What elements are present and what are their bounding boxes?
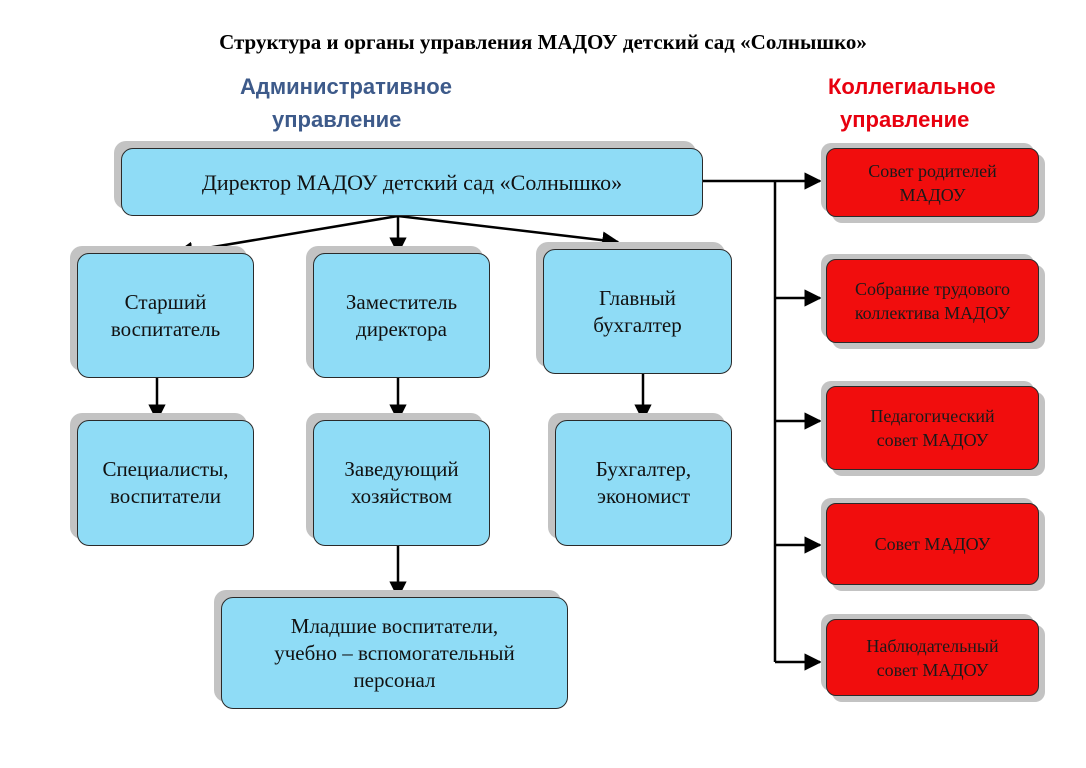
senior-educator-line1: Старший: [124, 289, 207, 314]
junior-staff-line2: учебно – вспомогательный: [274, 640, 515, 665]
specialists-line1: Специалисты,: [102, 457, 229, 481]
housekeeping-head-box: Заведующий хозяйством: [313, 420, 490, 546]
director-label: Директор МАДОУ детский сад «Солнышко»: [201, 169, 623, 195]
supervisory-council-line1: Наблюдательный: [866, 635, 999, 656]
arrow-director-to-senior-educator: [175, 214, 399, 260]
pedagogical-council-box: Педагогический совет МАДОУ: [826, 386, 1039, 470]
accountant-line1: Бухгалтер,: [595, 457, 692, 481]
junior-staff-box: Младшие воспитатели, учебно – вспомогате…: [221, 597, 568, 709]
labor-meeting-line1: Собрание трудового: [854, 279, 1011, 299]
page-title: Структура и органы управления МАДОУ детс…: [219, 30, 867, 54]
supervisory-council-box: Наблюдательный совет МАДОУ: [826, 619, 1039, 696]
pedagogical-council-line2: совет МАДОУ: [876, 430, 989, 450]
supervisory-council-line2: совет МАДОУ: [876, 659, 989, 680]
accountant-line2: экономист: [596, 484, 690, 508]
labor-meeting-line2: коллектива МАДОУ: [854, 303, 1011, 323]
madou-council-box: Совет МАДОУ: [826, 503, 1039, 585]
madou-council-line1: Совет МАДОУ: [874, 534, 991, 554]
labor-meeting-box: Собрание трудового коллектива МАДОУ: [826, 259, 1039, 343]
housekeeping-head-line2: хозяйством: [350, 484, 453, 508]
collegial-heading: Коллегиальное управление: [828, 70, 996, 136]
chief-accountant-line2: бухгалтер: [593, 312, 682, 337]
parents-council-line1: Совет родителей: [868, 160, 997, 181]
deputy-director-line2: директора: [356, 316, 447, 341]
pedagogical-council-line1: Педагогический: [870, 406, 995, 426]
collegial-heading-line2: управление: [840, 107, 970, 132]
administrative-heading: Административное управление: [240, 70, 452, 136]
accountant-box: Бухгалтер, экономист: [555, 420, 732, 546]
specialists-line2: воспитатели: [109, 484, 222, 508]
junior-staff-line1: Младшие воспитатели,: [290, 613, 499, 638]
housekeeping-head-line1: Заведующий: [344, 457, 459, 481]
administrative-heading-line2: управление: [272, 107, 402, 132]
deputy-director-line1: Заместитель: [345, 289, 458, 314]
administrative-heading-line1: Административное: [240, 74, 452, 99]
director-box: Директор МАДОУ детский сад «Солнышко»: [121, 148, 703, 216]
specialists-box: Специалисты, воспитатели: [77, 420, 254, 546]
junior-staff-line3: персонал: [353, 667, 436, 692]
collegial-heading-line1: Коллегиальное: [828, 74, 996, 99]
senior-educator-line2: воспитатель: [110, 316, 221, 341]
chief-accountant-line1: Главный: [599, 285, 676, 310]
parents-council-line2: МАДОУ: [899, 184, 966, 205]
arrow-director-to-chief-accountant: [397, 214, 620, 249]
